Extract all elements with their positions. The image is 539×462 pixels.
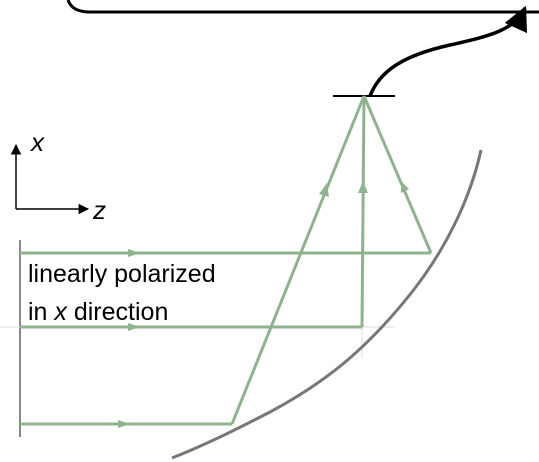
parabolic-mirror xyxy=(171,149,483,460)
polarization-label-suffix: direction xyxy=(67,298,168,326)
reflected-ray-bottom xyxy=(230,95,366,425)
x-axis-label: x xyxy=(29,127,45,157)
polarization-label-prefix: in xyxy=(28,298,54,326)
z-axis-label: z xyxy=(92,195,106,225)
cable-line xyxy=(368,5,528,97)
ray-arrow-head xyxy=(128,249,140,257)
ray-arrow-head xyxy=(401,181,409,193)
ray-arrow-head xyxy=(128,323,140,331)
ray-arrow-head xyxy=(118,420,130,428)
polarization-label-line1: linearly polarized xyxy=(28,260,216,288)
polarization-label-line2: in x direction xyxy=(28,298,168,326)
top-bar-border xyxy=(66,0,539,14)
reflected-ray-middle xyxy=(360,95,366,328)
polarization-label-variable: x xyxy=(53,298,68,326)
ray-arrow-head xyxy=(319,183,329,197)
ray-arrow-head xyxy=(358,181,368,193)
reflected-ray-top xyxy=(362,95,433,254)
